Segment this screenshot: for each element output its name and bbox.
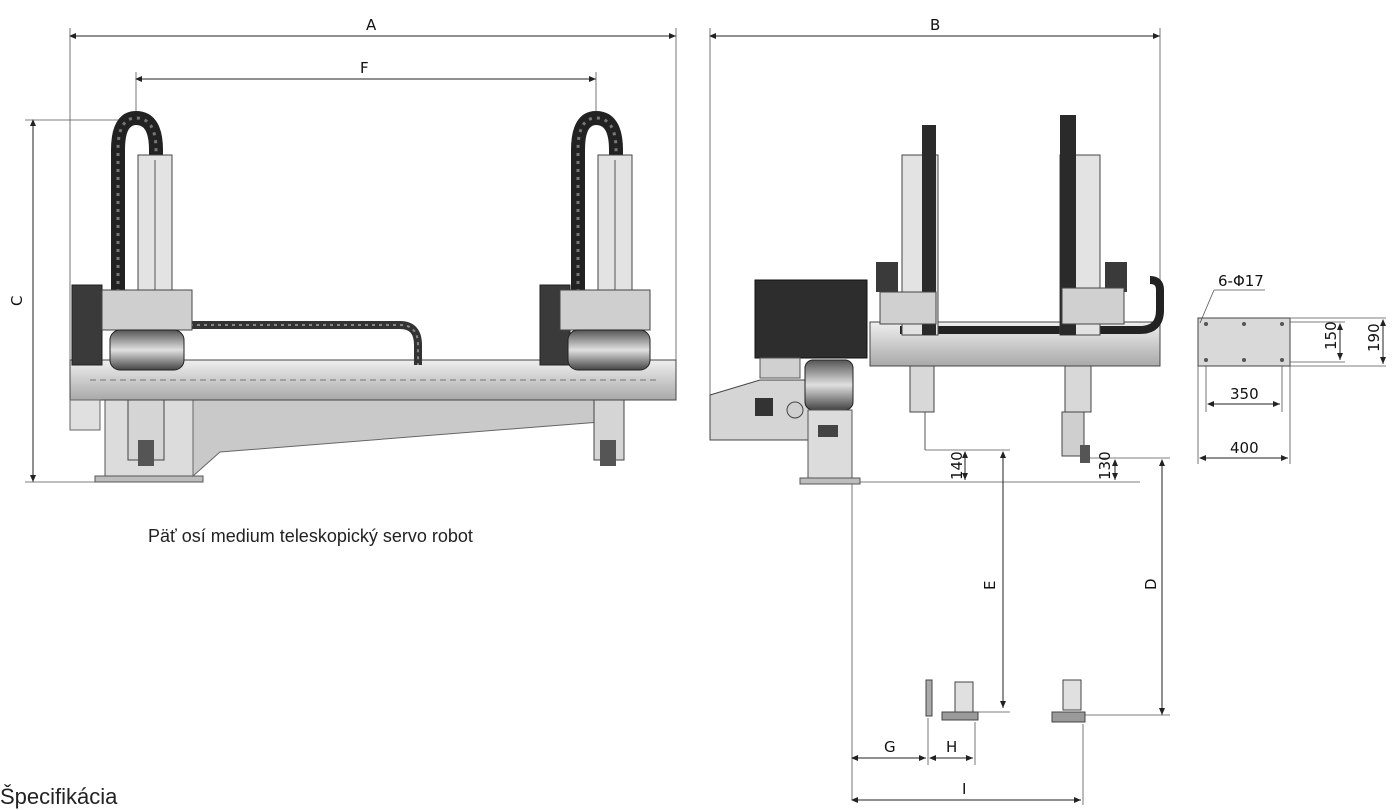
left-carriage: [71, 110, 193, 466]
dim-label-a: A: [366, 16, 377, 34]
right-carriage: [539, 110, 651, 466]
dim-label-b: B: [930, 16, 940, 34]
dim-label-g: G: [884, 738, 896, 756]
figure-caption: Päť osí medium teleskopický servo robot: [148, 526, 473, 546]
dim-value-150: 150: [1322, 321, 1340, 350]
dim-value-400: 400: [1230, 439, 1259, 457]
dim-value-350: 350: [1230, 385, 1259, 403]
front-view: A F C: [8, 16, 677, 483]
mounting-plate-view: 6-Φ17 150 190 350 400: [1197, 272, 1386, 464]
hole-spec-label: 6-Φ17: [1218, 272, 1264, 290]
dim-value-190: 190: [1365, 323, 1383, 352]
dim-label-d: D: [1142, 578, 1160, 590]
dim-value-140: 140: [948, 451, 966, 480]
dim-label-c: C: [8, 296, 26, 306]
dim-label-e: E: [981, 581, 999, 590]
side-view: B 140: [709, 16, 1170, 805]
dim-label-h: H: [946, 738, 957, 756]
dim-value-130: 130: [1096, 451, 1114, 480]
dim-label-i: I: [962, 780, 966, 798]
dim-label-f: F: [360, 59, 369, 77]
section-heading: Špecifikácia: [0, 784, 118, 809]
